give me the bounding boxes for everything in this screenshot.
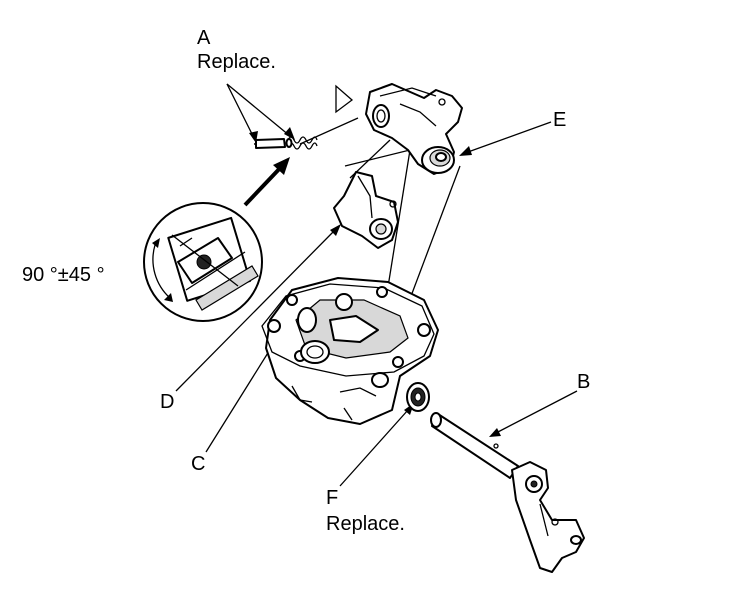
seal-f bbox=[406, 382, 430, 412]
label-c-letter: C bbox=[191, 453, 205, 475]
label-e-letter: E bbox=[553, 109, 566, 131]
pin-orientation-detail bbox=[143, 202, 263, 322]
bracket-e bbox=[335, 83, 463, 175]
label-d-letter: D bbox=[160, 391, 174, 413]
housing-c bbox=[261, 277, 439, 425]
lever-d bbox=[333, 171, 399, 249]
shaft-arm-b bbox=[430, 412, 585, 573]
label-a-note: Replace. bbox=[197, 51, 276, 73]
label-f-letter: F bbox=[326, 487, 338, 509]
angle-label: 90 °±45 ° bbox=[22, 264, 105, 286]
spring-pin-a bbox=[253, 136, 318, 150]
label-b-letter: B bbox=[577, 371, 590, 393]
label-f-note: Replace. bbox=[326, 513, 405, 535]
label-a-letter: A bbox=[197, 27, 211, 49]
